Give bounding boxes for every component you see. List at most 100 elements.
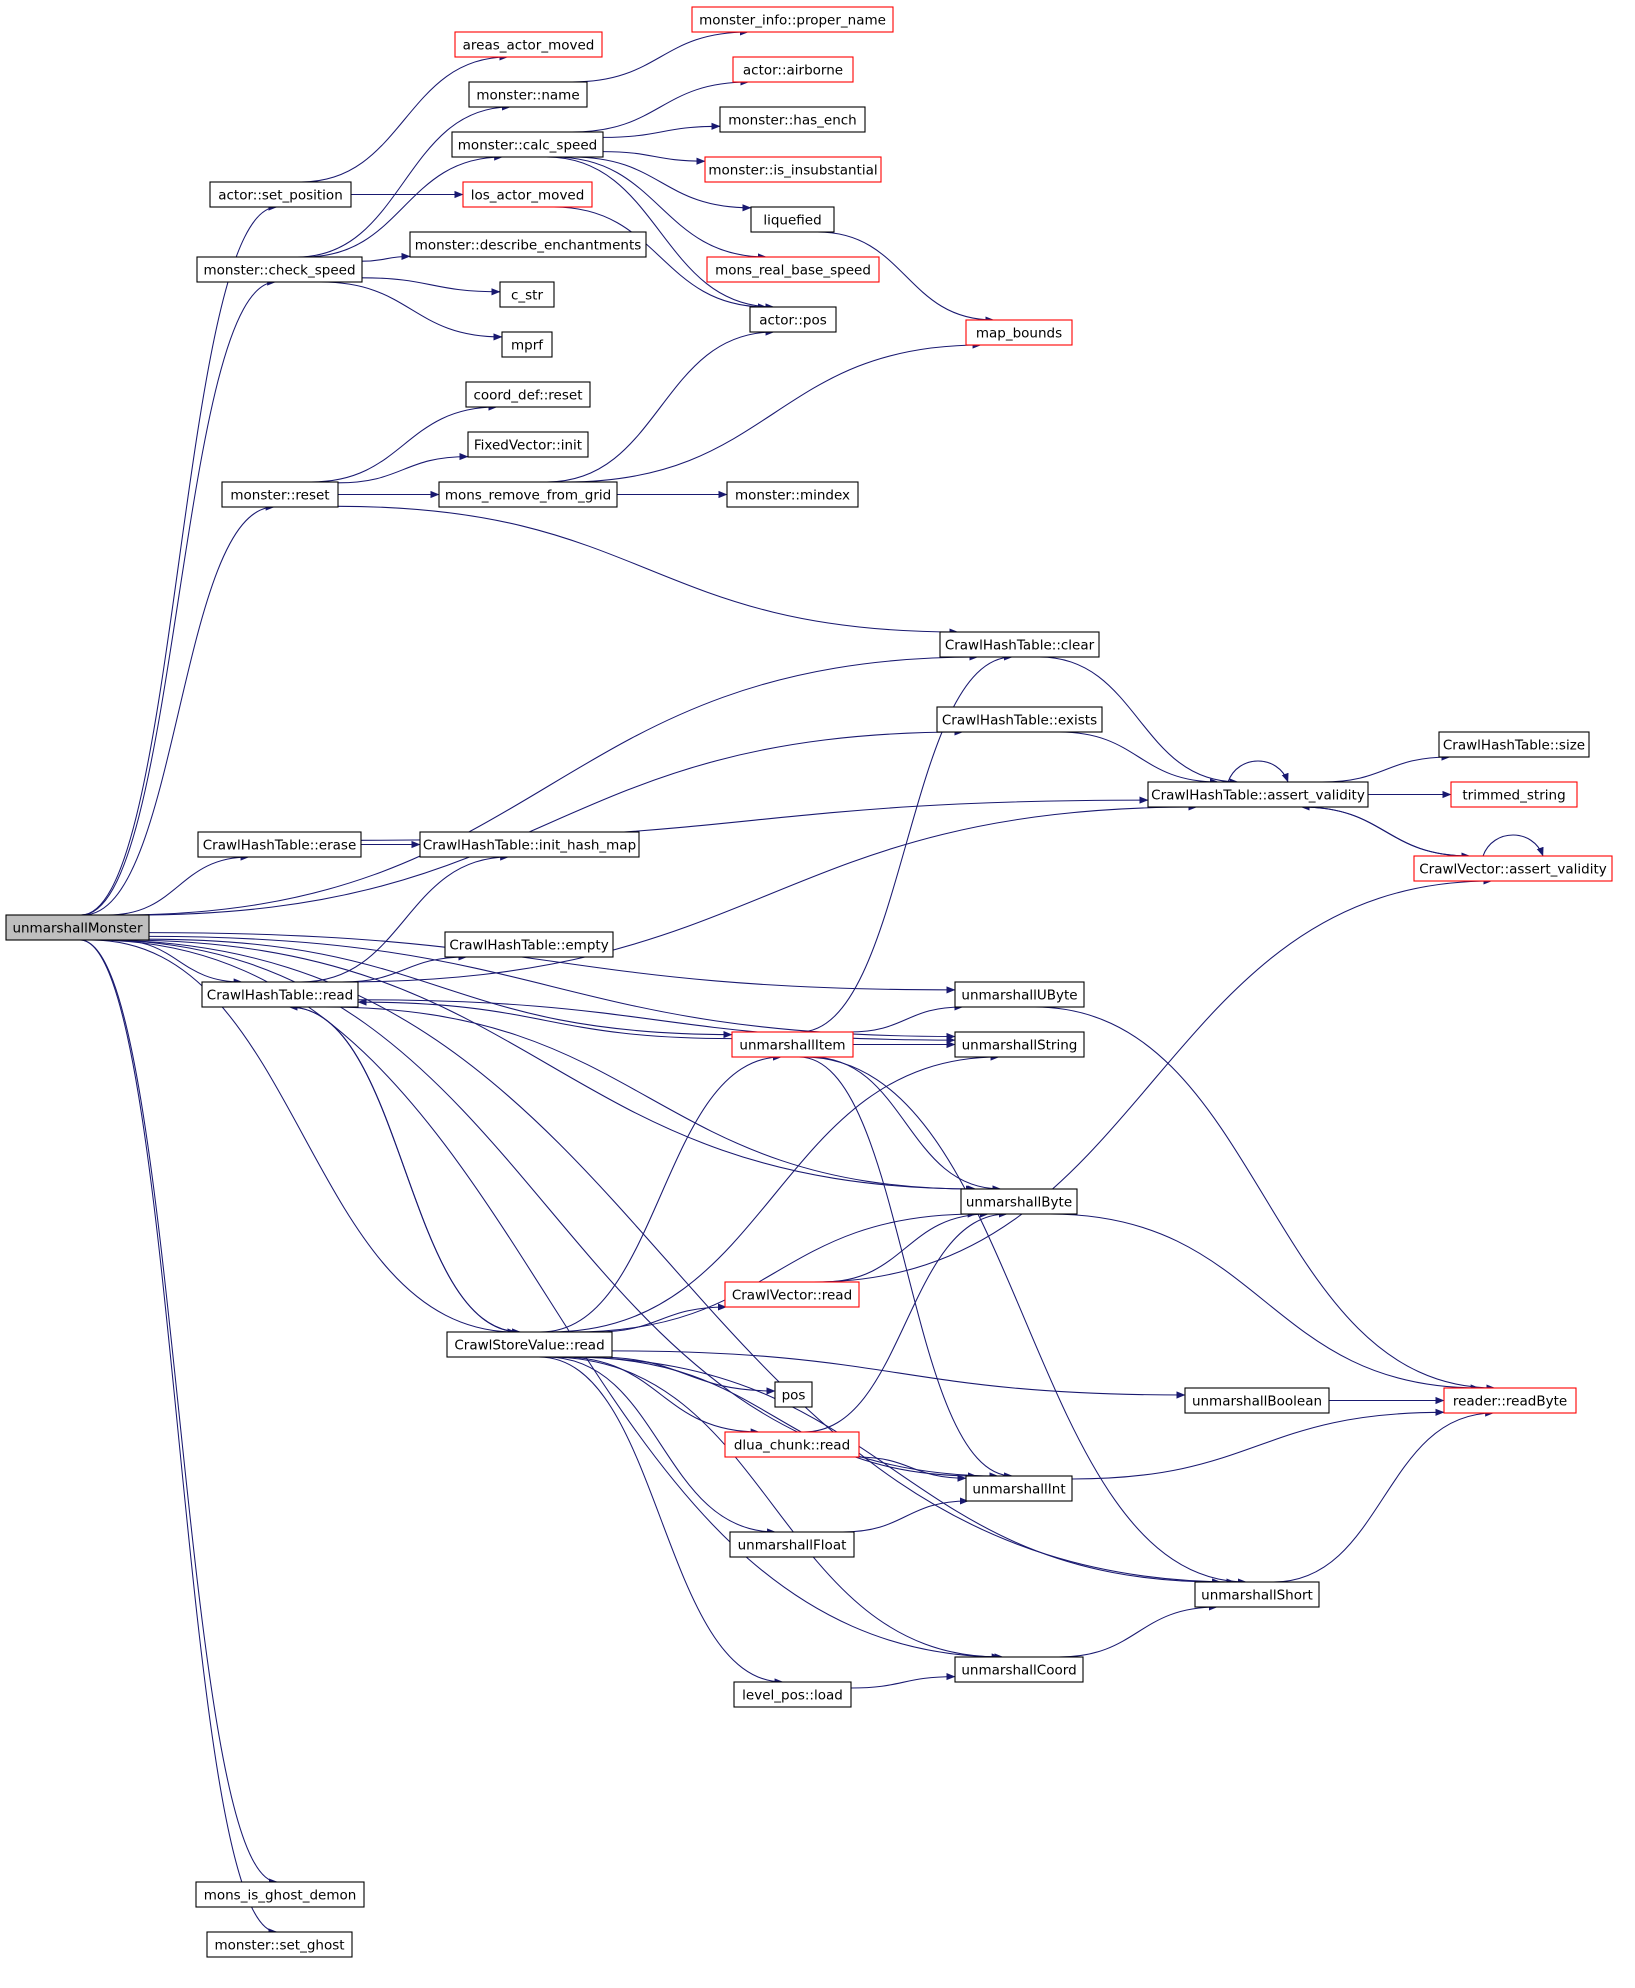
node-monster-name[interactable]: monster::name [468, 81, 588, 108]
node-crawlhash-init-hash-map[interactable]: CrawlHashTable::init_hash_map [419, 831, 640, 858]
node-crawlvector-assert-validity[interactable]: CrawlVector::assert_validity [1413, 855, 1613, 882]
node-unmarshallUByte[interactable]: unmarshallUByte [954, 981, 1085, 1008]
node-crawlstore-read[interactable]: CrawlStoreValue::read [446, 1331, 613, 1358]
node-monster-calc-speed[interactable]: monster::calc_speed [451, 131, 604, 158]
node-mons-is-ghost-demon[interactable]: mons_is_ghost_demon [195, 1881, 365, 1908]
node-crawlhash-erase[interactable]: CrawlHashTable::erase [197, 831, 362, 858]
node-crawlhash-read[interactable]: CrawlHashTable::read [201, 981, 359, 1008]
node-box [733, 1681, 852, 1708]
node-unmarshallItem[interactable]: unmarshallItem [731, 1031, 854, 1058]
node-label: monster::describe_enchantments [415, 238, 642, 254]
node-label: unmarshallUByte [961, 988, 1077, 1004]
node-box [750, 206, 835, 233]
node-unmarshallBoolean[interactable]: unmarshallBoolean [1184, 1387, 1330, 1414]
node-box [706, 256, 880, 283]
node-label: CrawlVector::read [732, 1288, 852, 1304]
node-box [196, 256, 363, 283]
call-edge-monster_calc_speed-to-liquefied [571, 156, 752, 212]
node-box [939, 631, 1100, 658]
node-liquefied[interactable]: liquefied [750, 206, 835, 233]
node-crawlhash-clear[interactable]: CrawlHashTable::clear [939, 631, 1100, 658]
node-box [1443, 1387, 1577, 1414]
node-los-actor-moved[interactable]: los_actor_moved [462, 181, 593, 208]
node-pos[interactable]: pos [774, 1381, 813, 1408]
node-crawlhash-exists[interactable]: CrawlHashTable::exists [936, 706, 1103, 733]
node-monster-info-proper-name[interactable]: monster_info::proper_name [691, 6, 894, 33]
node-crawlhash-empty[interactable]: CrawlHashTable::empty [444, 931, 614, 958]
node-box [732, 56, 854, 83]
node-box [1147, 781, 1369, 808]
node-label: monster::check_speed [203, 263, 355, 279]
node-label: mprf [511, 338, 544, 354]
node-box [704, 156, 882, 183]
node-monster-has-ench[interactable]: monster::has_ench [719, 106, 866, 133]
node-unmarshallMonster[interactable]: unmarshallMonster [5, 914, 150, 941]
node-label: CrawlStoreValue::read [454, 1338, 604, 1354]
node-trimmed-string[interactable]: trimmed_string [1450, 781, 1578, 808]
node-monster-describe-enchantments[interactable]: monster::describe_enchantments [409, 231, 647, 258]
node-box [1194, 1581, 1320, 1608]
node-mons-real-base-speed[interactable]: mons_real_base_speed [706, 256, 880, 283]
node-unmarshallInt[interactable]: unmarshallInt [965, 1475, 1073, 1502]
node-box [724, 1431, 860, 1458]
node-mons-remove-from-grid[interactable]: mons_remove_from_grid [438, 481, 618, 508]
node-unmarshallString[interactable]: unmarshallString [954, 1031, 1085, 1058]
node-mprf[interactable]: mprf [501, 331, 553, 358]
node-box [499, 281, 555, 308]
edge-layer [79, 28, 1544, 1936]
node-monster-is-insubstantial[interactable]: monster::is_insubstantial [704, 156, 882, 183]
node-areas-actor-moved[interactable]: areas_actor_moved [454, 31, 603, 58]
call-edge-crawlstore_read-to-level_pos_load [538, 1356, 784, 1686]
node-label: unmarshallInt [972, 1482, 1065, 1498]
node-box [719, 106, 866, 133]
call-edge-los_actor_moved-to-actor_pos [553, 206, 767, 311]
call-edge-crawlhash_assert_validity-to-crawlhash_size [1321, 753, 1451, 783]
node-map-bounds[interactable]: map_bounds [965, 319, 1073, 346]
node-box [419, 831, 640, 858]
node-actor-airborne[interactable]: actor::airborne [732, 56, 854, 83]
node-reader-readByte[interactable]: reader::readByte [1443, 1387, 1577, 1414]
node-dlua-chunk-read[interactable]: dlua_chunk::read [724, 1431, 860, 1458]
call-edge-unmarshallMonster-to-crawlhash_clear [119, 653, 979, 916]
node-monster-mindex[interactable]: monster::mindex [726, 481, 859, 508]
node-crawlvector-read[interactable]: CrawlVector::read [724, 1281, 860, 1308]
node-level-pos-load[interactable]: level_pos::load [733, 1681, 852, 1708]
node-unmarshallFloat[interactable]: unmarshallFloat [729, 1531, 855, 1558]
node-monster-check-speed[interactable]: monster::check_speed [196, 256, 363, 283]
node-unmarshallShort[interactable]: unmarshallShort [1194, 1581, 1320, 1608]
node-c-str[interactable]: c_str [499, 281, 555, 308]
call-edge-unmarshallMonster-to-crawlstore_read [90, 939, 517, 1336]
call-edge-dlua_chunk_read-to-unmarshallByte [803, 1210, 1008, 1433]
node-unmarshallCoord[interactable]: unmarshallCoord [954, 1656, 1084, 1683]
node-label: unmarshallMonster [12, 921, 143, 937]
call-edge-monster_calc_speed-to-actor_pos [546, 156, 775, 311]
call-edge-crawlstore_read-to-unmarshallString [549, 1053, 1000, 1333]
node-fixedvector-init[interactable]: FixedVector::init [467, 431, 589, 458]
node-label: areas_actor_moved [463, 38, 595, 54]
node-unmarshallByte[interactable]: unmarshallByte [960, 1188, 1078, 1215]
node-label: unmarshallCoord [961, 1663, 1076, 1679]
node-crawlhash-assert-validity[interactable]: CrawlHashTable::assert_validity [1147, 781, 1369, 808]
node-actor-set-position[interactable]: actor::set_position [209, 181, 352, 208]
node-monster-reset[interactable]: monster::reset [221, 481, 339, 508]
call-edge-unmarshallMonster-to-unmarshallItem [148, 938, 733, 1039]
node-coord-def-reset[interactable]: coord_def::reset [465, 381, 591, 408]
node-actor-pos[interactable]: actor::pos [749, 306, 837, 333]
node-label: CrawlHashTable::exists [942, 713, 1097, 729]
call-edge-monster_calc_speed-to-monster_has_ench [602, 122, 721, 138]
call-edge-crawlstore_read-to-dlua_chunk_read [562, 1356, 760, 1436]
node-crawlhash-size[interactable]: CrawlHashTable::size [1438, 731, 1590, 758]
node-monster-set-ghost[interactable]: monster::set_ghost [206, 1931, 353, 1958]
node-box [729, 1531, 855, 1558]
node-box [954, 1656, 1084, 1683]
call-edge-unmarshallMonster-to-crawlhash_erase [107, 853, 250, 916]
call-edge-dlua_chunk_read-to-unmarshallInt [856, 1456, 967, 1482]
node-label: reader::readByte [1453, 1394, 1567, 1410]
call-edge-monster_check_speed-to-c_str [361, 277, 501, 296]
node-box [1413, 855, 1613, 882]
node-box [5, 914, 150, 941]
call-edge-unmarshallMonster-to-unmarshallString [148, 935, 956, 1041]
call-edge-crawlstore_read-to-unmarshallCoord [548, 1356, 1001, 1661]
node-label: unmarshallString [962, 1038, 1078, 1054]
node-box [454, 31, 603, 58]
